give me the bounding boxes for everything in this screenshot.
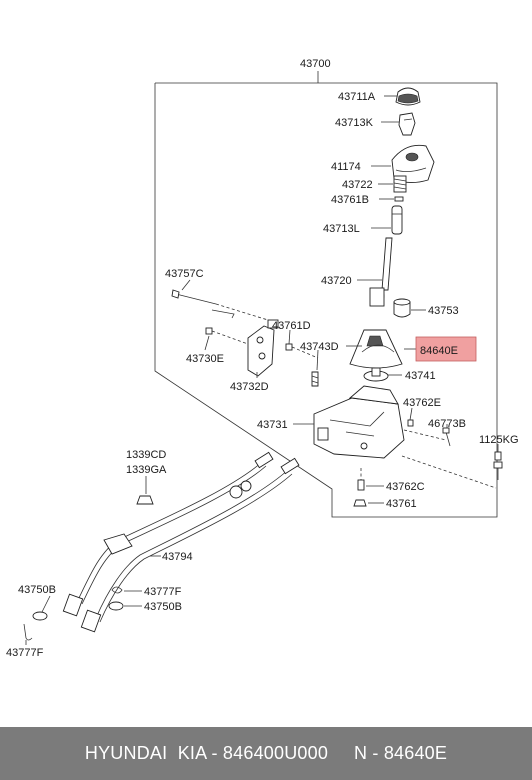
exploded-parts-diagram: 43700 43711A 43713K 41174 43722 43761B 4… — [6, 58, 519, 659]
pin-part — [171, 289, 217, 305]
clip-b-part — [23, 623, 33, 641]
part-number-caption: HYUNDAI KIA - 846400U000 N - 84640E — [84, 743, 448, 763]
label-43713L: 43713L — [323, 223, 360, 235]
label-43794: 43794 — [162, 551, 193, 563]
clip-a-part — [111, 586, 123, 594]
shift-knob-part — [395, 87, 421, 106]
footer-bar: HYUNDAI KIA - 846400U000 N - 84640E — [0, 727, 532, 780]
washer-a-part — [32, 611, 48, 621]
spring-part — [393, 175, 407, 193]
label-43777F-left: 43777F — [6, 647, 44, 659]
label-46773B: 46773B — [428, 418, 466, 430]
highlight-84640E — [415, 336, 477, 362]
label-43731: 43731 — [257, 419, 288, 431]
bushing-part — [393, 298, 411, 318]
label-43761D: 43761D — [272, 320, 311, 332]
shift-housing-part — [313, 385, 405, 459]
small-pin-part — [407, 419, 414, 427]
label-43762E: 43762E — [403, 397, 441, 409]
label-43732D: 43732D — [230, 381, 269, 393]
grommet-part — [136, 495, 154, 505]
label-43722: 43722 — [342, 179, 373, 191]
collar-part — [357, 479, 365, 491]
label-84640E: 84640E — [420, 345, 458, 357]
shift-lever-part — [369, 237, 393, 307]
nut-part — [353, 499, 367, 507]
label-43757C: 43757C — [165, 268, 204, 280]
label-43777F-right: 43777F — [144, 586, 182, 598]
shift-cables-part — [62, 451, 300, 633]
label-43762C: 43762C — [386, 481, 425, 493]
shift-boot-part — [349, 329, 403, 369]
assembly-outline — [154, 82, 498, 518]
guide-plate-part — [363, 367, 389, 382]
label-43720: 43720 — [321, 275, 352, 287]
knob-sleeve-part — [398, 112, 416, 136]
label-1339GA: 1339GA — [126, 464, 167, 476]
screw-part — [442, 427, 451, 447]
label-1125KG: 1125KG — [479, 434, 519, 446]
label-1339CD: 1339CD — [126, 449, 166, 461]
washer-b-part — [108, 601, 124, 611]
label-43750B-right: 43750B — [144, 601, 182, 613]
spring-clip-part — [311, 371, 319, 387]
label-43730E: 43730E — [186, 353, 224, 365]
label-43741: 43741 — [405, 370, 436, 382]
label-43761: 43761 — [386, 498, 417, 510]
detent-pin-part — [285, 343, 293, 351]
label-43700: 43700 — [300, 58, 331, 70]
label-41174: 41174 — [331, 161, 361, 173]
small-bolt-part — [394, 196, 404, 202]
lever-sleeve-part — [391, 205, 403, 235]
bolt-1125KG-part — [493, 451, 503, 480]
label-43761B: 43761B — [331, 194, 369, 206]
bracket-part — [247, 319, 279, 377]
label-43753: 43753 — [428, 305, 459, 317]
bolt-part — [205, 327, 213, 335]
clip-part — [211, 309, 235, 319]
label-43750B-left: 43750B — [18, 584, 56, 596]
label-43743D: 43743D — [300, 341, 339, 353]
label-43711A: 43711A — [338, 91, 376, 103]
label-43713K: 43713K — [335, 117, 374, 129]
